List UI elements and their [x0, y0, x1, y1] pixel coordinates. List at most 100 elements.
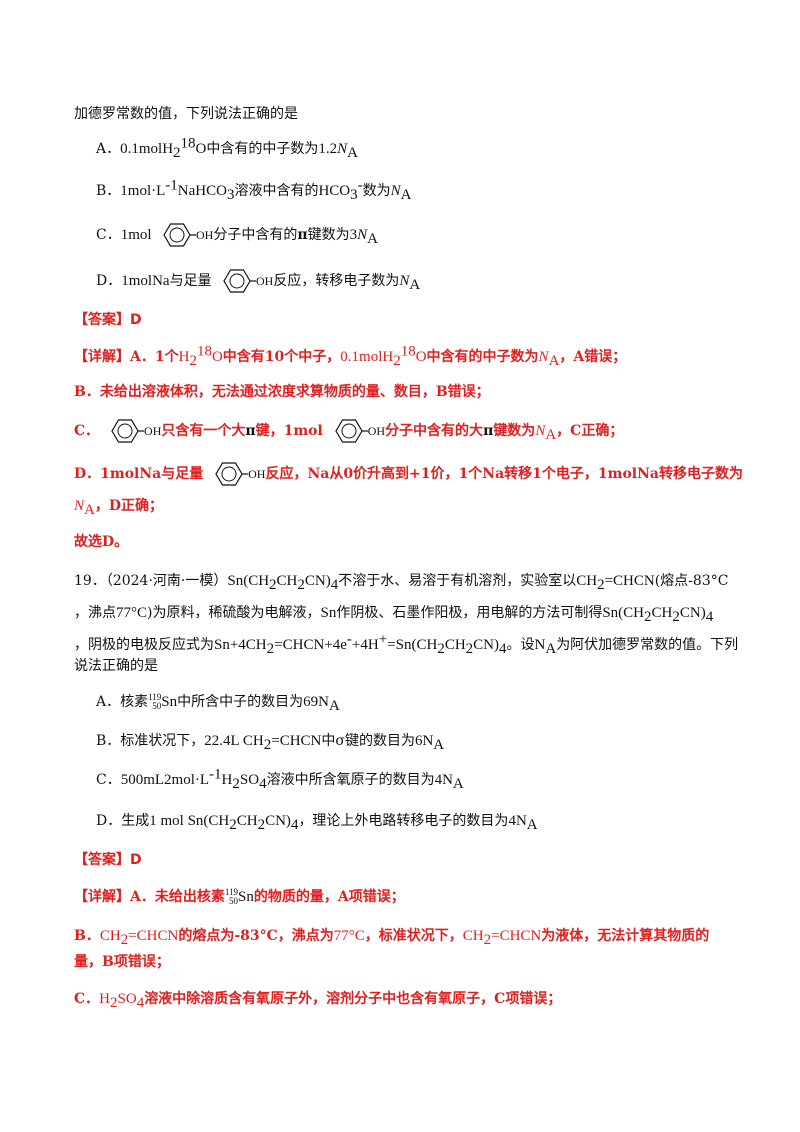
formula: H [99, 991, 110, 1007]
q18-answer: 【答案】D [74, 309, 730, 331]
formula: CN) [679, 605, 706, 621]
formula: CN) [304, 573, 331, 589]
superscript: 18 [180, 135, 196, 152]
equation: CH [444, 637, 466, 653]
hydroxyl-label: OH [256, 274, 274, 288]
pi-symbol: π [297, 227, 308, 243]
subscript: 2 [465, 640, 474, 657]
explain-text: 键数为 [493, 423, 536, 439]
equation: Sn+4CH [214, 637, 267, 653]
q18-conclusion: 故选D。 [74, 531, 730, 553]
subscript: A [409, 276, 421, 293]
avogadro-symbol: N [535, 423, 546, 439]
explain-tag: 【详解】 [74, 889, 130, 905]
explain-text: C． [74, 991, 100, 1007]
subscript: A [452, 775, 464, 792]
q19-stem-line2: ，沸点77°C)为原料，稀硫酸为电解液，Sn作阴极、石墨作阳极，用电解的方法可制… [74, 602, 730, 624]
formula: 1mol [120, 227, 152, 243]
q19-answer: 【答案】D [74, 849, 730, 871]
q18-explain-a: 【详解】A．1个H218O中含有10个中子，0.1molH218O中含有的中子数… [74, 344, 730, 368]
question-number: 19． [74, 573, 106, 589]
formula: O [211, 349, 223, 365]
formula: H [178, 349, 190, 365]
mass-number: 119 [224, 887, 239, 897]
option-text: 溶液中所含氧原子的数目为 [266, 772, 435, 788]
subscript: 2 [120, 931, 129, 948]
avogadro-symbol: N [357, 227, 368, 243]
explain-text: ，C正确； [556, 423, 624, 439]
option-letter: D． [96, 273, 122, 289]
explain-text: 只含有一个大 [161, 423, 246, 439]
subscript: 4 [290, 816, 299, 833]
temperature: 77°C [333, 928, 365, 944]
superscript: + [378, 631, 388, 648]
subscript: 2 [110, 994, 118, 1011]
stem-text: ，阴极的电极反应式为 [74, 637, 214, 653]
subscript: 4 [330, 576, 339, 593]
explain-text: ，标准状况下， [364, 928, 463, 944]
answer-value: D [130, 312, 142, 328]
subscript: A [84, 501, 95, 518]
option-text: ，理论上外电路转移电子的数目为 [298, 813, 509, 829]
question-source: （2024·河南·一模） [105, 573, 228, 589]
subscript: 2 [297, 576, 305, 593]
subscript: 2 [257, 816, 266, 833]
q18-option-b: B．1mol·L-1NaHCO3溶液中含有的HCO3-数为NA [96, 178, 730, 202]
formula: CH [236, 813, 258, 829]
formula: 22.4L CH [204, 733, 264, 749]
option-letter: A． [96, 141, 121, 157]
q19-explain-b-cont: 量，B项错误； [74, 951, 730, 973]
stem-text: (熔点-83°C [654, 573, 729, 589]
subscript: 4 [136, 994, 145, 1011]
stem-text: 说法正确的是 [74, 658, 158, 674]
q19-stem-line3: ，阴极的电极反应式为Sn+4CH2=CHCN+4e-+4H+=Sn(CH2CH2… [74, 631, 738, 657]
option-text: 数为 [362, 183, 391, 199]
subscript: 2 [644, 608, 652, 625]
subscript: 4 [705, 608, 714, 625]
hydroxyl-label: OH [144, 424, 162, 438]
formula: CH [576, 573, 598, 589]
formula: CN) [265, 813, 291, 829]
stem-text: ，沸点 [74, 605, 116, 621]
formula: HCO [318, 183, 351, 199]
atomic-number: 50 [229, 896, 239, 906]
formula: 1molNa [121, 273, 170, 289]
formula: 1 mol Sn(CH [149, 813, 230, 829]
q19-stem-line4: 说法正确的是 [74, 655, 730, 677]
option-text: 生成 [121, 813, 150, 829]
subscript: A [433, 736, 445, 753]
subscript: 2 [597, 576, 605, 593]
formula: =CHCN [128, 928, 179, 944]
formula: SO [117, 991, 137, 1007]
stem-text: 为阿伏加德罗常数的值。下列 [556, 637, 739, 653]
option-text: 反应，转移电子数为 [273, 273, 400, 289]
option-letter: A． [96, 694, 121, 710]
formula: Sn [161, 694, 178, 710]
value: 4N [434, 772, 453, 788]
avogadro-symbol: N [399, 273, 410, 289]
formula: 1mol·L [120, 183, 166, 199]
subscript: A [545, 640, 557, 657]
q19-option-c: C．500mL2mol·L-1H2SO4溶液中所含氧原子的数目为4NA [96, 767, 730, 792]
q19-stem-line1: 19．（2024·河南·一模）Sn(CH2CH2CN)4不溶于水、易溶于有机溶剂… [74, 570, 730, 592]
explain-tag: 【详解】 [74, 349, 130, 365]
pi-symbol: π [483, 423, 494, 439]
subscript: 4 [259, 775, 267, 792]
subscript: A [526, 816, 538, 833]
explain-text: 的物质的量，A项错误； [253, 889, 405, 905]
explain-text: ，D正确； [94, 498, 163, 514]
value: 6N [414, 733, 434, 749]
value: 69N [303, 694, 329, 710]
option-text: 分子中含有的 [213, 227, 298, 243]
hydroxyl-label: OH [248, 467, 266, 481]
avogadro-symbol: N [390, 183, 401, 199]
q19-explain-b: B．CH2=CHCN的熔点为-83°C，沸点为77°C，标准状况下，CH2=CH… [74, 925, 730, 947]
mass-number: 119 [148, 692, 162, 702]
superscript: - [346, 631, 352, 648]
option-text: 中σ键的数目为 [321, 733, 415, 749]
formula: CH [99, 928, 121, 944]
formula: O [195, 141, 207, 157]
hydroxyl-label: OH [367, 424, 386, 438]
